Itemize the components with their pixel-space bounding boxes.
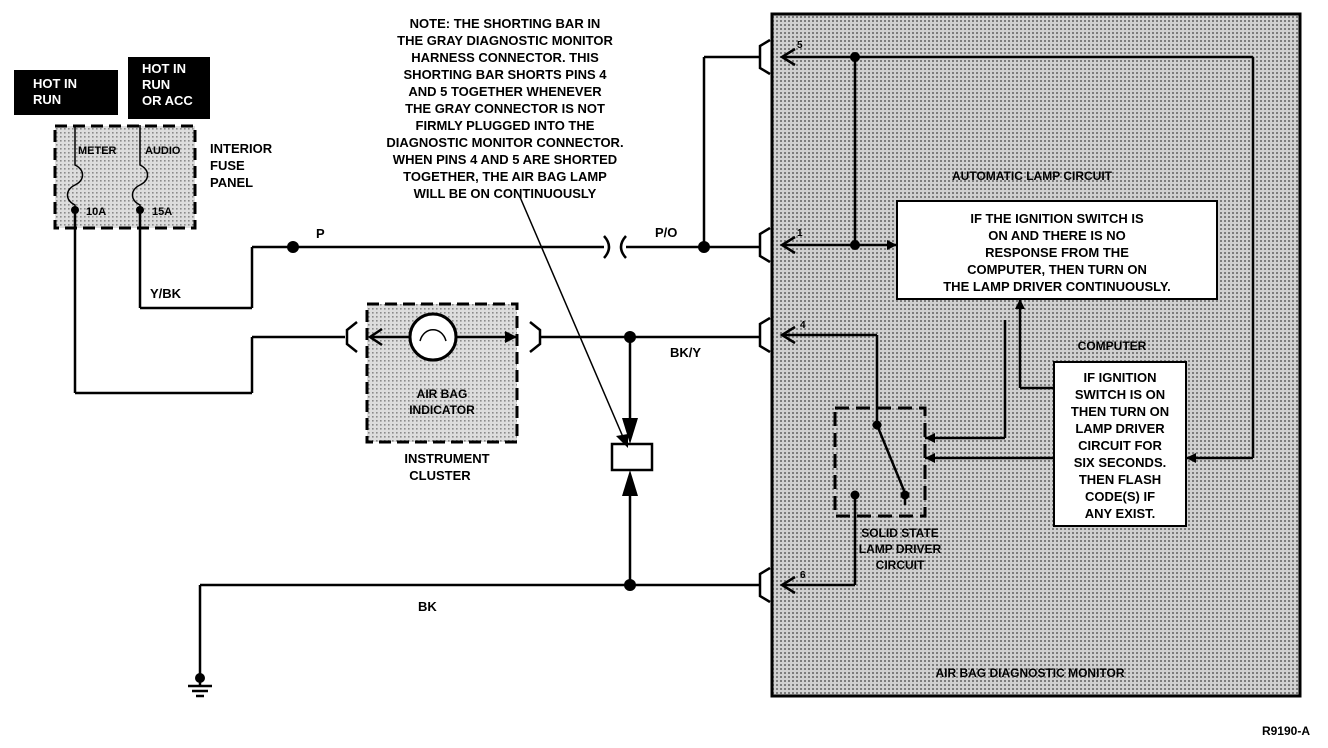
fuse-panel-label: FUSE — [210, 158, 245, 173]
lamp-driver-label: LAMP DRIVER — [859, 542, 942, 556]
computer-box-line: LAMP DRIVER — [1075, 421, 1165, 436]
pin-number: 4 — [800, 320, 806, 331]
ignition-box-line: RESPONSE FROM THE — [985, 245, 1129, 260]
ignition-box-line: THE LAMP DRIVER CONTINUOUSLY. — [943, 279, 1171, 294]
note-line: WILL BE ON CONTINUOUSLY — [414, 186, 597, 201]
instrument-cluster: AIR BAG INDICATOR INSTRUMENT CLUSTER — [345, 302, 542, 483]
diagnostic-monitor: AIR BAG DIAGNOSTIC MONITOR AUTOMATIC LAM… — [758, 12, 1302, 698]
note-line: TOGETHER, THE AIR BAG LAMP — [403, 169, 607, 184]
ignition-box-line: ON AND THERE IS NO — [988, 228, 1125, 243]
wire-label-p: P — [316, 226, 325, 241]
monitor-title: AIR BAG DIAGNOSTIC MONITOR — [935, 666, 1124, 680]
computer-box-line: THEN FLASH — [1079, 472, 1161, 487]
fuse-panel-label: INTERIOR — [210, 141, 273, 156]
note-line: WHEN PINS 4 AND 5 ARE SHORTED — [393, 152, 617, 167]
ignition-box-line: IF THE IGNITION SWITCH IS — [970, 211, 1144, 226]
computer-box-line: CIRCUIT FOR — [1078, 438, 1162, 453]
computer-box: IF IGNITION SWITCH IS ON THEN TURN ON LA… — [1053, 361, 1187, 527]
computer-label: COMPUTER — [1078, 339, 1147, 353]
pin-number: 5 — [797, 40, 803, 51]
fuse1-name: METER — [78, 145, 117, 157]
lamp-driver-circuit: SOLID STATE LAMP DRIVER CIRCUIT — [833, 406, 942, 572]
indicator-lamp-icon — [408, 312, 458, 362]
note-line: DIAGNOSTIC MONITOR CONNECTOR. — [386, 135, 623, 150]
cluster-label: CLUSTER — [409, 468, 471, 483]
shorting-bar — [610, 442, 654, 472]
fuse2-rating: 15A — [152, 206, 172, 218]
indicator-label: AIR BAG — [417, 387, 468, 401]
pin-number: 6 — [800, 570, 806, 581]
wire-label-p-o: P/O — [655, 225, 677, 240]
fuse-panel-label: PANEL — [210, 175, 253, 190]
note-line: THE GRAY CONNECTOR IS NOT — [405, 101, 605, 116]
lamp-driver-label: CIRCUIT — [876, 558, 925, 572]
wire-label-bk-y: BK/Y — [670, 345, 701, 360]
computer-box-line: SIX SECONDS. — [1074, 455, 1166, 470]
note-line: FIRMLY PLUGGED INTO THE — [416, 118, 595, 133]
computer-box-line: SWITCH IS ON — [1075, 387, 1165, 402]
interior-fuse-panel: METER AUDIO 10A 15A INTERIOR FUSE PANEL — [53, 124, 273, 230]
ignition-switch-box: IF THE IGNITION SWITCH IS ON AND THERE I… — [896, 200, 1218, 300]
note-line: SHORTING BAR SHORTS PINS 4 — [404, 67, 608, 82]
hot-in-run-label: HOT IN — [33, 76, 77, 91]
indicator-label: INDICATOR — [409, 403, 475, 417]
external-wiring — [73, 55, 760, 698]
fuse-1-icon — [66, 125, 84, 210]
wire-label-y-bk: Y/BK — [150, 286, 182, 301]
computer-box-line: CODE(S) IF — [1085, 489, 1155, 504]
fuse2-name: AUDIO — [145, 145, 181, 157]
note-line: NOTE: THE SHORTING BAR IN — [410, 16, 601, 31]
hot-in-run-label: RUN — [33, 92, 61, 107]
power-labels: HOT IN RUN HOT IN RUN OR ACC — [14, 57, 210, 119]
lamp-driver-label: SOLID STATE — [861, 526, 939, 540]
hot-in-run-acc-label: RUN — [142, 77, 170, 92]
note-line: AND 5 TOGETHER WHENEVER — [408, 84, 602, 99]
fuse-2-icon — [131, 125, 149, 210]
hot-in-run-acc-label: HOT IN — [142, 61, 186, 76]
shorting-bar-note: NOTE: THE SHORTING BAR IN THE GRAY DIAGN… — [386, 16, 623, 201]
pin-number: 1 — [797, 228, 803, 239]
figure-id: R9190-A — [1262, 724, 1310, 738]
fuse1-rating: 10A — [86, 206, 106, 218]
ignition-box-line: COMPUTER, THEN TURN ON — [967, 262, 1147, 277]
hot-in-run-acc-label: OR ACC — [142, 93, 193, 108]
cluster-label: INSTRUMENT — [404, 451, 489, 466]
lamp-circuit-label: AUTOMATIC LAMP CIRCUIT — [952, 169, 1113, 183]
note-line: HARNESS CONNECTOR. THIS — [411, 50, 599, 65]
ground-icon — [188, 678, 212, 698]
computer-box-line: ANY EXIST. — [1085, 506, 1156, 521]
monitor-internal-wiring — [782, 52, 1255, 587]
note-line: THE GRAY DIAGNOSTIC MONITOR — [397, 33, 613, 48]
wire-label-bk: BK — [418, 599, 437, 614]
computer-box-line: IF IGNITION — [1084, 370, 1157, 385]
computer-box-line: THEN TURN ON — [1071, 404, 1169, 419]
